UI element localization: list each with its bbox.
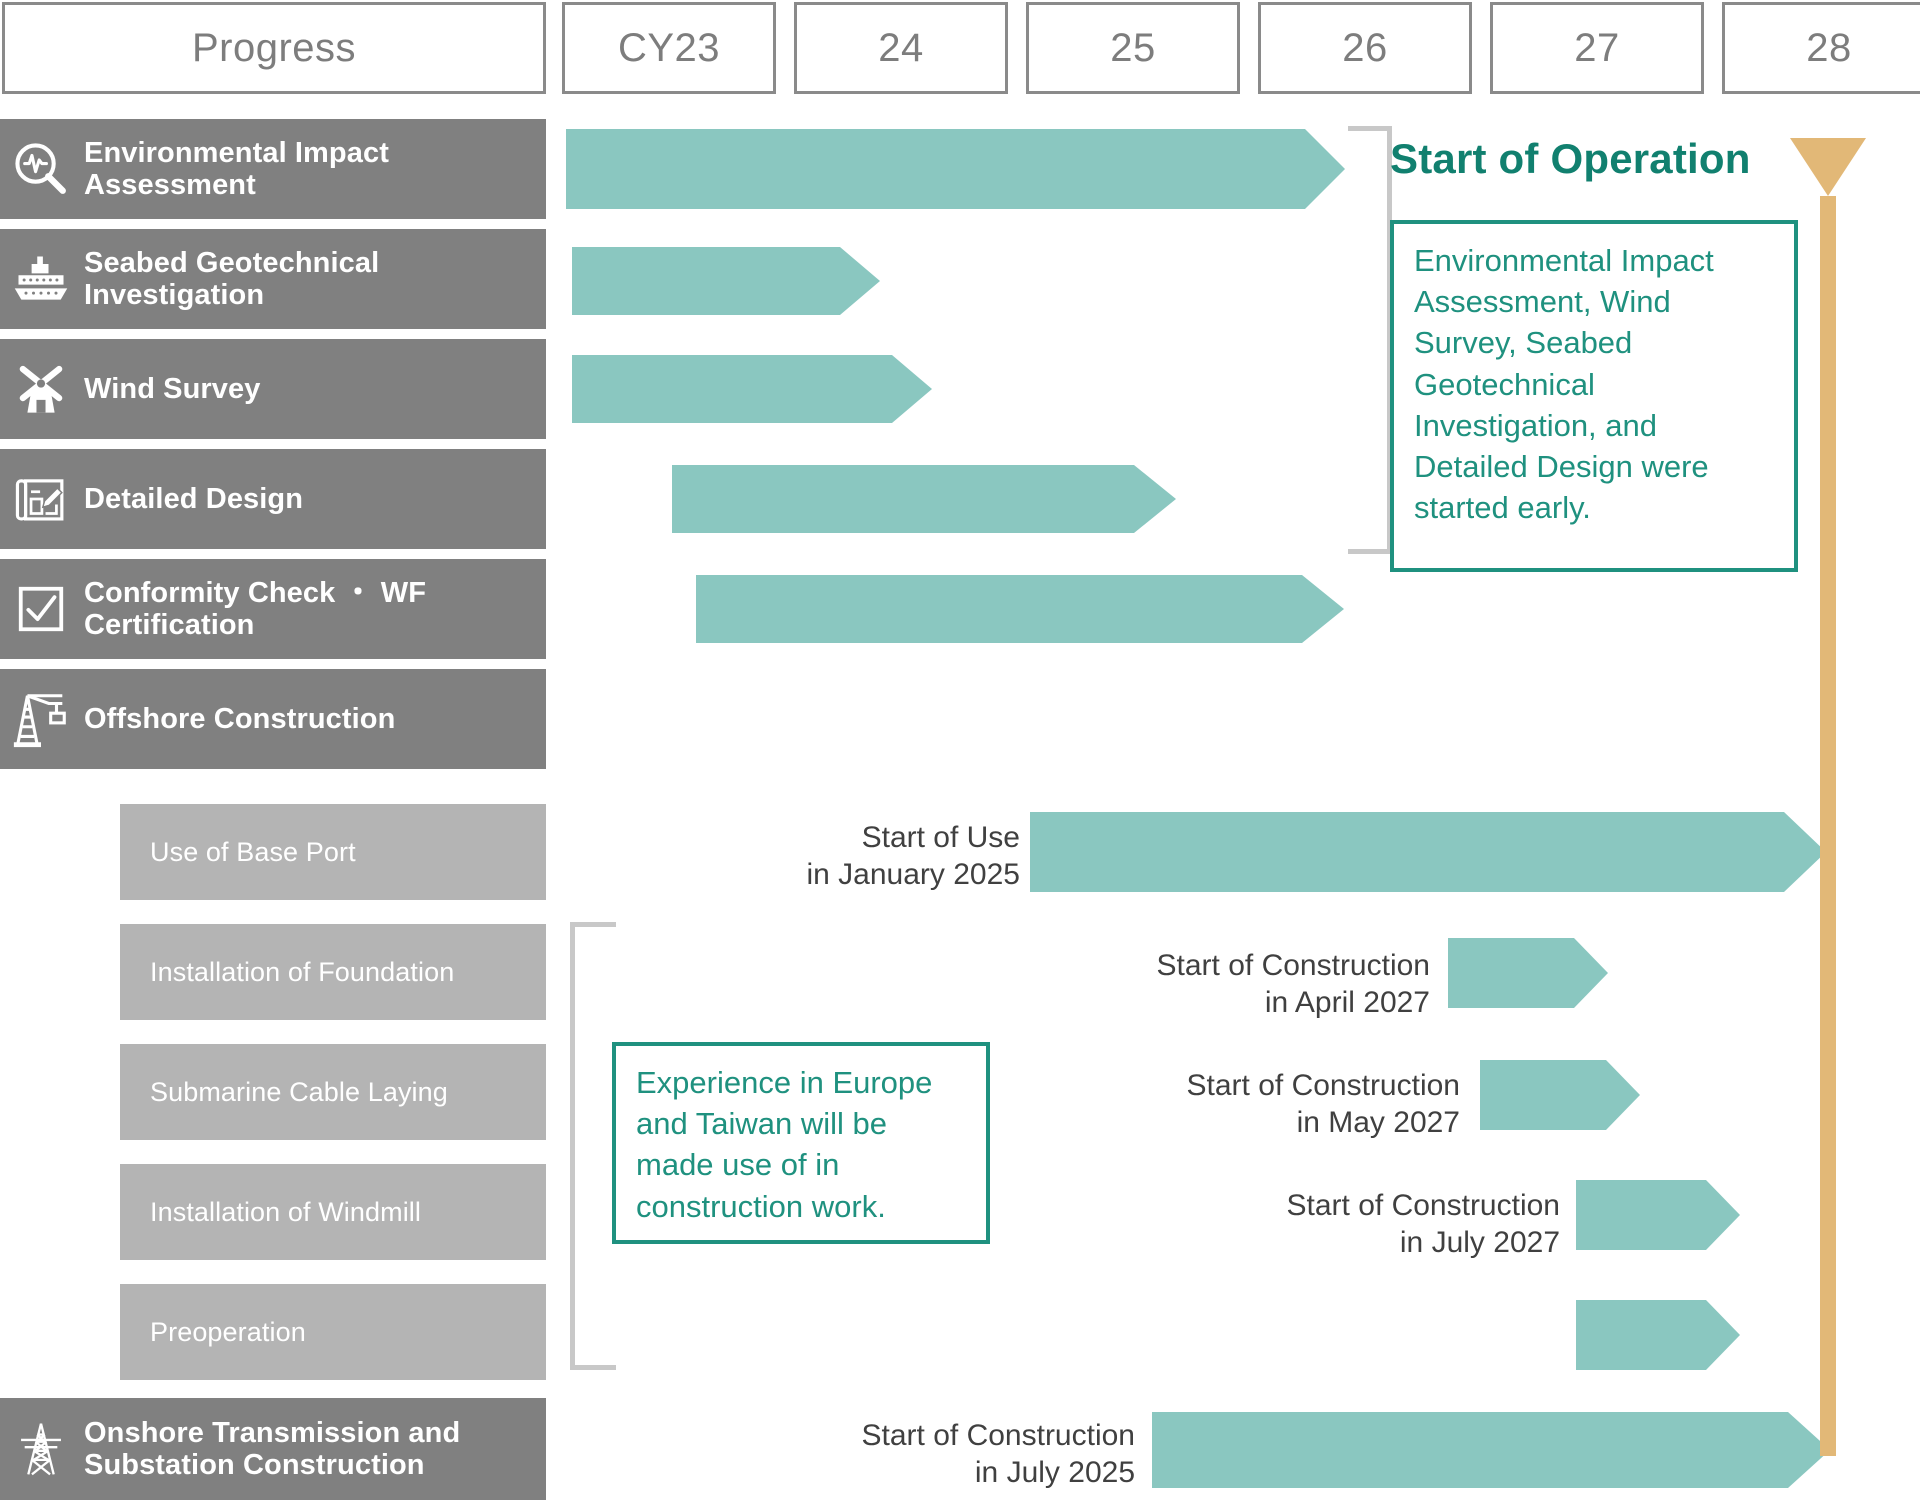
subtask-label: Preoperation [150, 1316, 306, 1347]
header-year-27: 27 [1490, 2, 1704, 94]
header-year-26: 26 [1258, 2, 1472, 94]
bracket-early-start [1348, 126, 1392, 554]
task-label: Wind Survey [84, 372, 261, 405]
subtask-row-use-of-base-port[interactable]: Use of Base Port [120, 804, 546, 900]
bar-use-of-base-port [1030, 812, 1826, 892]
annotation-start-windmill: Start of Construction in July 2027 [1286, 1189, 1560, 1259]
bar-submarine-cable-laying [1480, 1060, 1640, 1130]
task-label: Environmental Impact Assessment [84, 136, 389, 201]
bar-wind-survey [572, 355, 932, 423]
subtask-label: Installation of Windmill [150, 1196, 422, 1227]
header-progress-cell: Progress [2, 2, 546, 94]
task-label: Detailed Design [84, 482, 304, 515]
bar-seabed-geotechnical-investigation [572, 247, 880, 315]
task-row-onshore-transmission[interactable]: Onshore Transmission and Substation Cons… [0, 1398, 546, 1500]
milestone-triangle-icon [1790, 138, 1866, 196]
header-year-28: 28 [1722, 2, 1920, 94]
header-year-cy23: CY23 [562, 2, 776, 94]
subtask-label: Submarine Cable Laying [150, 1076, 448, 1107]
header-year-label: 25 [1110, 25, 1156, 70]
start-of-operation-title: Start of Operation [1390, 135, 1751, 182]
header-year-label: 28 [1806, 25, 1852, 70]
header-year-label: CY23 [617, 25, 721, 70]
bar-onshore-transmission [1152, 1412, 1830, 1488]
header-year-label: 27 [1574, 25, 1620, 70]
bar-installation-of-windmill [1576, 1180, 1740, 1250]
bar-detailed-design [672, 465, 1176, 533]
crane-icon [10, 688, 72, 750]
windmill-icon [10, 358, 72, 420]
checkbox-icon [10, 578, 72, 640]
task-row-wind-survey[interactable]: Wind Survey [0, 339, 546, 439]
task-row-seabed-geotechnical-investigation[interactable]: Seabed Geotechnical Investigation [0, 229, 546, 329]
task-row-detailed-design[interactable]: Detailed Design [0, 449, 546, 549]
subtask-label: Use of Base Port [150, 836, 356, 867]
header-year-label: 26 [1342, 25, 1388, 70]
milestone-line [1820, 196, 1836, 1456]
transmission-tower-icon [10, 1418, 72, 1480]
annotation-start-foundation: Start of Construction in April 2027 [1156, 949, 1430, 1019]
survey-ship-icon [10, 248, 72, 310]
task-row-conformity-check[interactable]: Conformity Check ・ WF Certification [0, 559, 546, 659]
subtask-row-installation-of-foundation[interactable]: Installation of Foundation [120, 924, 546, 1020]
subtask-label: Installation of Foundation [150, 956, 455, 987]
magnifier-waveform-icon [10, 138, 72, 200]
header-year-24: 24 [794, 2, 1008, 94]
task-row-environmental-impact-assessment[interactable]: Environmental Impact Assessment [0, 119, 546, 219]
bar-preoperation [1576, 1300, 1740, 1370]
task-label: Offshore Construction [84, 702, 396, 735]
callout-experience: Experience in Europe and Taiwan will be … [612, 1042, 990, 1244]
header-progress-label: Progress [191, 25, 357, 70]
task-label: Onshore Transmission and Substation Cons… [84, 1416, 461, 1481]
callout-early-start: Environmental Impact Assessment, Wind Su… [1390, 220, 1798, 572]
header-year-label: 24 [878, 25, 924, 70]
bar-environmental-impact-assessment [566, 129, 1345, 209]
task-row-offshore-construction[interactable]: Offshore Construction [0, 669, 546, 769]
bar-conformity-check [696, 575, 1344, 643]
annotation-start-onshore: Start of Construction in July 2025 [861, 1419, 1135, 1489]
bracket-construction-group [570, 922, 616, 1370]
subtask-row-installation-of-windmill[interactable]: Installation of Windmill [120, 1164, 546, 1260]
annotation-start-of-use: Start of Use in January 2025 [806, 821, 1021, 891]
subtask-row-preoperation[interactable]: Preoperation [120, 1284, 546, 1380]
header-year-25: 25 [1026, 2, 1240, 94]
task-label: Conformity Check ・ WF Certification [84, 576, 427, 641]
blueprint-pencil-icon [10, 468, 72, 530]
task-label: Seabed Geotechnical Investigation [84, 246, 380, 311]
subtask-row-submarine-cable-laying[interactable]: Submarine Cable Laying [120, 1044, 546, 1140]
bar-installation-of-foundation [1448, 938, 1608, 1008]
annotation-start-cable: Start of Construction in May 2027 [1186, 1069, 1460, 1139]
